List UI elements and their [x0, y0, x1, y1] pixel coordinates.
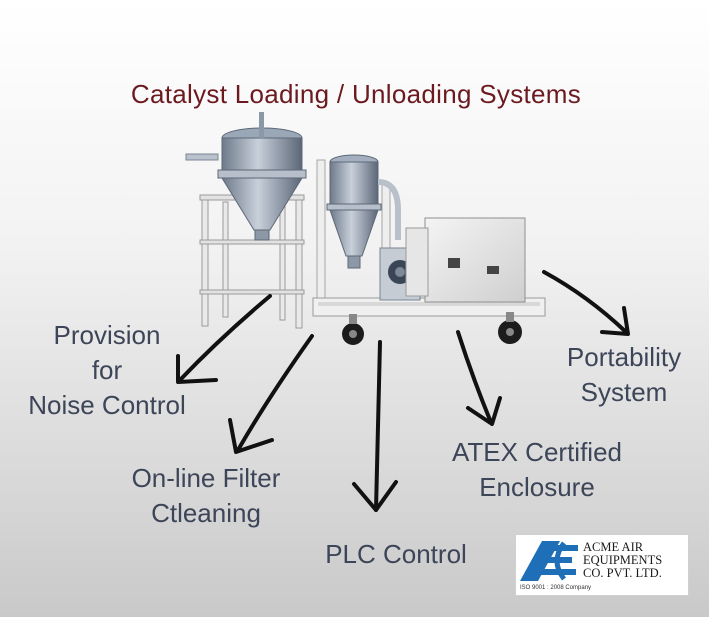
- page-title: Catalyst Loading / Unloading Systems: [130, 79, 582, 109]
- acme-logo-icon: [520, 541, 578, 581]
- callout-filter-cleaning: On-line Filter Ctleaning: [118, 461, 294, 531]
- hopper-left: [185, 112, 307, 329]
- arrow-noise: [176, 294, 272, 384]
- callout-line: On-line Filter: [131, 463, 281, 493]
- callout-line: Provision: [53, 320, 161, 350]
- callout-line: PLC Control: [325, 539, 467, 569]
- company-name-line: EQUIPMENTS: [583, 553, 663, 567]
- arrow-atex: [456, 330, 502, 426]
- callout-line: Portability: [566, 342, 682, 372]
- callout-line: Enclosure: [479, 472, 595, 502]
- callout-atex-enclosure: ATEX Certified Enclosure: [442, 435, 632, 505]
- callout-line: Noise Control: [28, 390, 186, 420]
- wheels: [342, 312, 522, 345]
- iso-certification: ISO 9001 : 2008 Company: [520, 585, 592, 591]
- arrow-filter: [228, 334, 314, 454]
- callout-portability-system: Portability System: [548, 340, 700, 410]
- callout-line: System: [580, 377, 668, 407]
- arrow-plc: [352, 340, 398, 512]
- company-logo: ACME AIR EQUIPMENTS CO. PVT. LTD. ISO 90…: [515, 534, 689, 596]
- company-name-line: CO. PVT. LTD.: [583, 566, 662, 580]
- callout-line: ATEX Certified: [451, 437, 622, 467]
- callout-line: Ctleaning: [151, 498, 261, 528]
- callout-plc-control: PLC Control: [318, 537, 474, 572]
- callout-noise-control: Provision for Noise Control: [18, 318, 196, 423]
- callout-arrows: [176, 270, 630, 512]
- callout-line: for: [91, 355, 123, 385]
- company-name: ACME AIR EQUIPMENTS CO. PVT. LTD.: [583, 541, 662, 580]
- hopper-middle: [316, 154, 401, 311]
- arrow-portability: [542, 270, 630, 336]
- company-name-line: ACME AIR: [583, 540, 644, 554]
- atex-enclosure: [405, 217, 526, 303]
